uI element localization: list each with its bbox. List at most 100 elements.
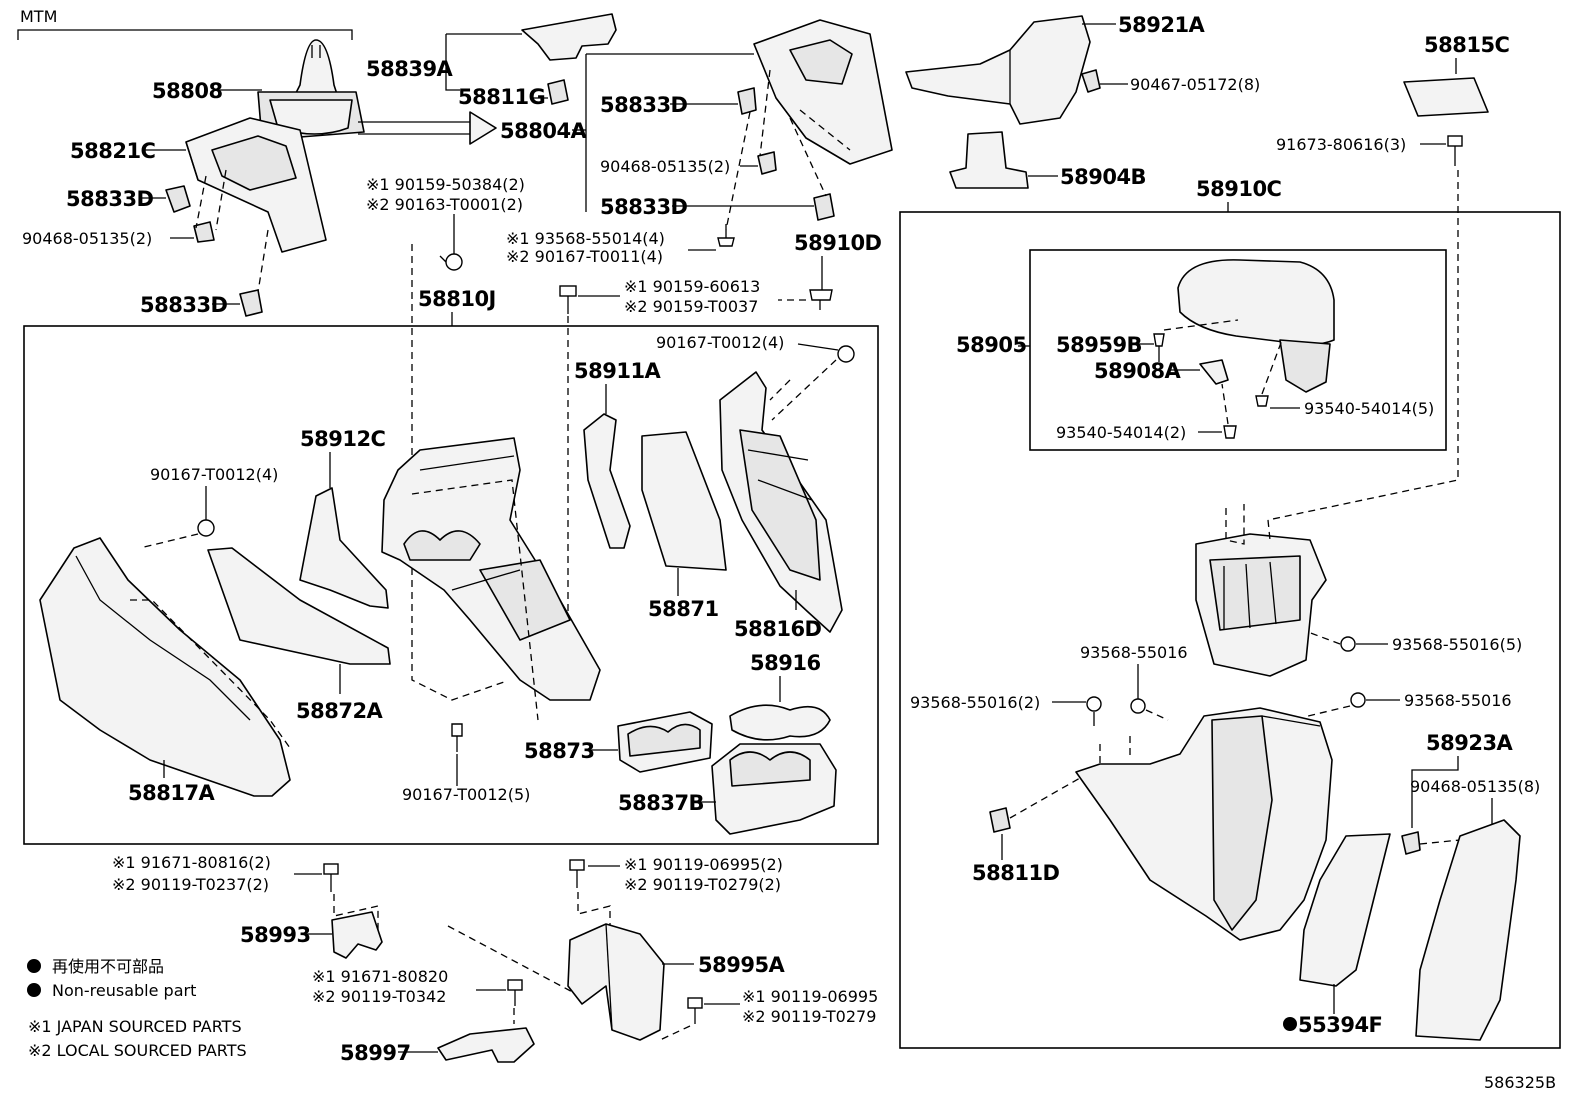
- bracket-58912c[interactable]: [299, 487, 389, 609]
- screw-93540-54014-5[interactable]: [1255, 395, 1269, 407]
- armrest-58905[interactable]: [1177, 259, 1335, 393]
- bolt-93568-55016-mid[interactable]: [1130, 698, 1146, 714]
- clip-58833d-b[interactable]: [239, 289, 263, 317]
- pad-58872a[interactable]: [207, 547, 391, 665]
- shift-bezel-58821c[interactable]: [185, 117, 327, 253]
- part-label-58833d-a: 58833D: [66, 187, 154, 211]
- clip-90468-a[interactable]: [193, 221, 215, 243]
- bolt-93568-55016-r[interactable]: [1350, 692, 1366, 708]
- part-label-58804a: 58804A: [500, 119, 588, 143]
- screw-93568-55014[interactable]: [717, 224, 735, 247]
- legend-nonreusable-en: Non-reusable part: [52, 981, 196, 1000]
- clip-90467[interactable]: [1081, 69, 1101, 93]
- part-label-58959b: 58959B: [1056, 333, 1142, 357]
- mtm-group: MTM: [17, 7, 353, 40]
- bracket-58908a[interactable]: [1199, 359, 1229, 385]
- bracket-58993[interactable]: [331, 911, 383, 959]
- part-label-j1-90119-06995: ※1 90119-06995: [742, 987, 878, 1006]
- trim-58923a[interactable]: [1415, 819, 1521, 1041]
- part-label-58993: 58993: [240, 923, 311, 947]
- side-panel-58817a[interactable]: [39, 537, 291, 797]
- part-label-58833d-d: 58833D: [600, 195, 688, 219]
- part-label-58810j: 58810J: [418, 287, 496, 311]
- cup-holder-58837b[interactable]: [711, 743, 837, 835]
- part-label-90468-a: 90468-05135(2): [22, 229, 152, 248]
- bracket-58997[interactable]: [437, 1027, 535, 1063]
- bolt-93568-55016-5[interactable]: [1340, 636, 1356, 652]
- group-box-58905: [1029, 249, 1447, 451]
- legend-local-sourced: ※2 LOCAL SOURCED PARTS: [28, 1041, 247, 1060]
- part-label-58911a: 58911A: [574, 359, 662, 383]
- part-label-58871: 58871: [648, 597, 719, 621]
- legend-japan-sourced: ※1 JAPAN SOURCED PARTS: [28, 1017, 242, 1036]
- part-label-58910d: 58910D: [794, 231, 882, 255]
- part-label-90468-b: 90468-05135(2): [600, 157, 730, 176]
- screw-93540-54014-2[interactable]: [1223, 425, 1237, 439]
- part-label-58997: 58997: [340, 1041, 411, 1065]
- bolt-93568-55016-2[interactable]: [1086, 696, 1102, 726]
- console-upper-58804a[interactable]: [753, 19, 893, 165]
- part-label-58905: 58905: [956, 333, 1027, 357]
- part-label-j2-90159-t0037: ※2 90159-T0037: [624, 297, 758, 316]
- bolt-90159-60613[interactable]: [559, 285, 577, 314]
- group-box-58810j: [23, 325, 879, 845]
- part-label-58833d-c: 58833D: [600, 93, 688, 117]
- part-label-58833d-b: 58833D: [140, 293, 228, 317]
- panel-58911a[interactable]: [583, 413, 631, 549]
- part-label-93568-55016-5: 93568-55016(5): [1392, 635, 1522, 654]
- bolt-91673[interactable]: [1447, 135, 1463, 166]
- clip-90468-8[interactable]: [1401, 831, 1421, 855]
- part-label-93568-55016-r: 93568-55016: [1404, 691, 1512, 710]
- clip-58910d[interactable]: [809, 289, 833, 310]
- part-label-58904b: 58904B: [1060, 165, 1146, 189]
- boot-58904b[interactable]: [949, 131, 1029, 189]
- bolt-91671-80816[interactable]: [323, 863, 339, 892]
- bolt-90119-06995[interactable]: [687, 997, 703, 1024]
- screw-90167-t0012-5[interactable]: [451, 723, 463, 752]
- part-label-j1-90119-06995-2: ※1 90119-06995(2): [624, 855, 783, 874]
- panel-58816d[interactable]: [719, 371, 843, 633]
- pad-58815c[interactable]: [1403, 77, 1489, 117]
- clip-58811d[interactable]: [989, 807, 1011, 833]
- legend: 再使用不可部品 Non-reusable part ※1 JAPAN SOURC…: [27, 957, 247, 1060]
- part-label-93568-55016-mid: 93568-55016: [1080, 643, 1188, 662]
- console-frame-58810j[interactable]: [381, 437, 601, 701]
- console-lower-58910c[interactable]: [1075, 707, 1333, 941]
- part-label-j1-90159-60613: ※1 90159-60613: [624, 277, 760, 296]
- part-label-58995a: 58995A: [698, 953, 786, 977]
- part-label-58921a: 58921A: [1118, 13, 1206, 37]
- clip-58833d-d[interactable]: [813, 193, 835, 221]
- gasket-58916[interactable]: [729, 704, 831, 741]
- legend-nonreusable-dot-jp: [27, 959, 41, 973]
- part-label-j1-91671-80820: ※1 91671-80820: [312, 967, 448, 986]
- cup-insert-58873[interactable]: [617, 711, 713, 773]
- part-label-55394f: 55394F: [1298, 1013, 1382, 1037]
- nut-90159-50384[interactable]: [439, 253, 463, 271]
- part-label-58910c: 58910C: [1196, 177, 1282, 201]
- bracket-58995a[interactable]: [567, 923, 665, 1041]
- pad-58871[interactable]: [641, 431, 727, 571]
- clip-58833d-c[interactable]: [737, 87, 757, 115]
- part-label-j1-93568-55014: ※1 93568-55014(4): [506, 229, 665, 248]
- screw-58959b[interactable]: [1153, 333, 1165, 362]
- nut-90167-t0012-left[interactable]: [197, 519, 215, 537]
- nut-90167-t0012-top[interactable]: [837, 345, 855, 363]
- bolt-91671-80820[interactable]: [507, 979, 523, 1006]
- bracket-58839a[interactable]: [521, 13, 617, 61]
- part-label-58815c: 58815C: [1424, 33, 1510, 57]
- console-box-58910c[interactable]: [1195, 533, 1327, 677]
- clip-58833d-a[interactable]: [165, 185, 191, 213]
- part-label-j1-91671-80816: ※1 91671-80816(2): [112, 853, 271, 872]
- bolt-90119-06995-2[interactable]: [569, 859, 585, 888]
- bracket-58921a[interactable]: [905, 15, 1091, 125]
- part-label-58817a: 58817A: [128, 781, 216, 805]
- legend-nonreusable-jp: 再使用不可部品: [52, 957, 164, 976]
- clip-58811g[interactable]: [547, 79, 569, 105]
- part-label-93540-54014-5: 93540-54014(5): [1304, 399, 1434, 418]
- part-label-93540-54014-2: 93540-54014(2): [1056, 423, 1186, 442]
- clip-90468-b[interactable]: [757, 151, 777, 175]
- part-label-58923a: 58923A: [1426, 731, 1514, 755]
- trim-55394f[interactable]: [1299, 833, 1391, 987]
- part-label-j2-90119-t0342: ※2 90119-T0342: [312, 987, 446, 1006]
